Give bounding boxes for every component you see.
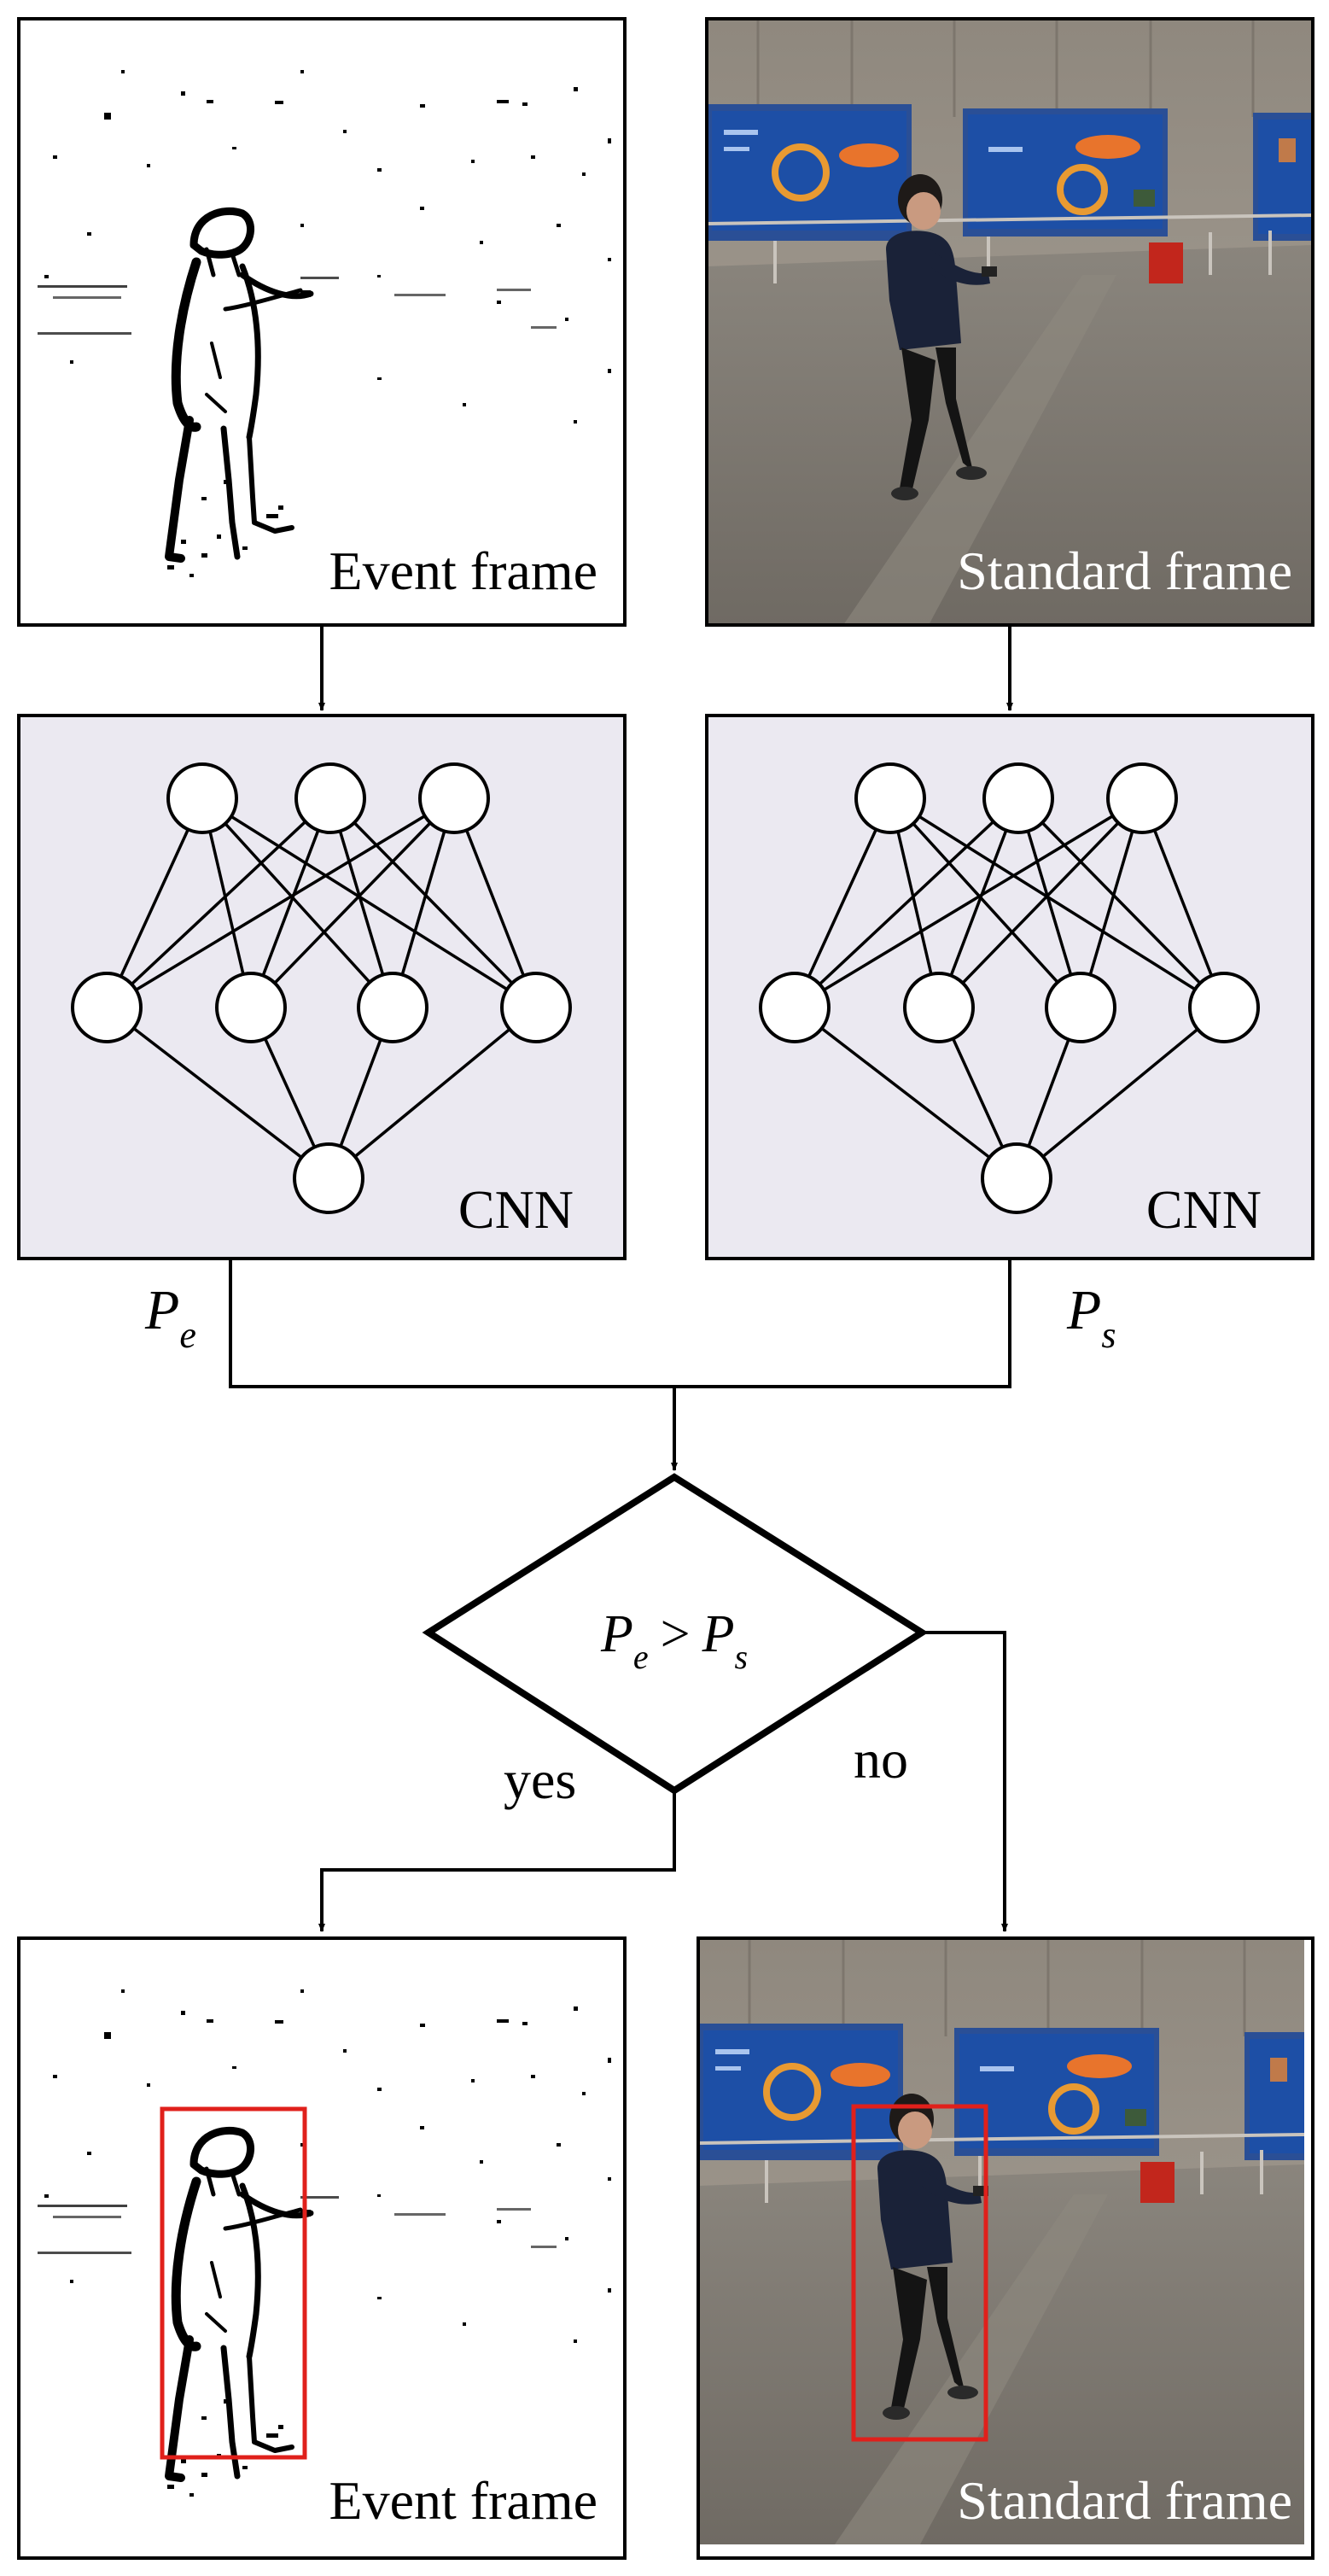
yes-branch-arrow	[318, 1790, 676, 1932]
yes-label: yes	[504, 1749, 576, 1810]
prob-label-left: Pe	[144, 1279, 196, 1356]
neural-network-icon	[71, 762, 572, 1214]
merge-connector	[229, 1259, 1011, 1388]
detection-box-standard	[851, 2104, 988, 2442]
standard-frame-label-top: Standard frame	[957, 540, 1292, 601]
cnn-box-left: CNN	[17, 714, 627, 1260]
cnn-label-right: CNN	[1146, 1179, 1262, 1240]
no-branch-arrow	[922, 1631, 1008, 1932]
cnn-label-left: CNN	[458, 1179, 574, 1240]
cnn-box-right: CNN	[705, 714, 1314, 1260]
decision-condition: Pe>Ps	[600, 1605, 748, 1676]
standard-frame-output: Standard frame	[698, 1938, 1314, 2560]
standard-frame-input: Standard frame	[707, 19, 1313, 625]
event-frame-label-top: Event frame	[329, 540, 598, 601]
standard-frame-label-bottom: Standard frame	[957, 2470, 1292, 2531]
prob-label-right: Ps	[1066, 1279, 1116, 1356]
event-frame-input: Event frame	[19, 19, 625, 625]
event-frame-output: Event frame	[19, 1938, 625, 2560]
event-frame-label-bottom: Event frame	[329, 2470, 598, 2531]
no-label: no	[854, 1729, 908, 1790]
decision-diamond: Pe>Ps	[422, 1473, 929, 1795]
detection-box-event	[160, 2106, 307, 2460]
neural-network-icon	[759, 762, 1260, 1214]
